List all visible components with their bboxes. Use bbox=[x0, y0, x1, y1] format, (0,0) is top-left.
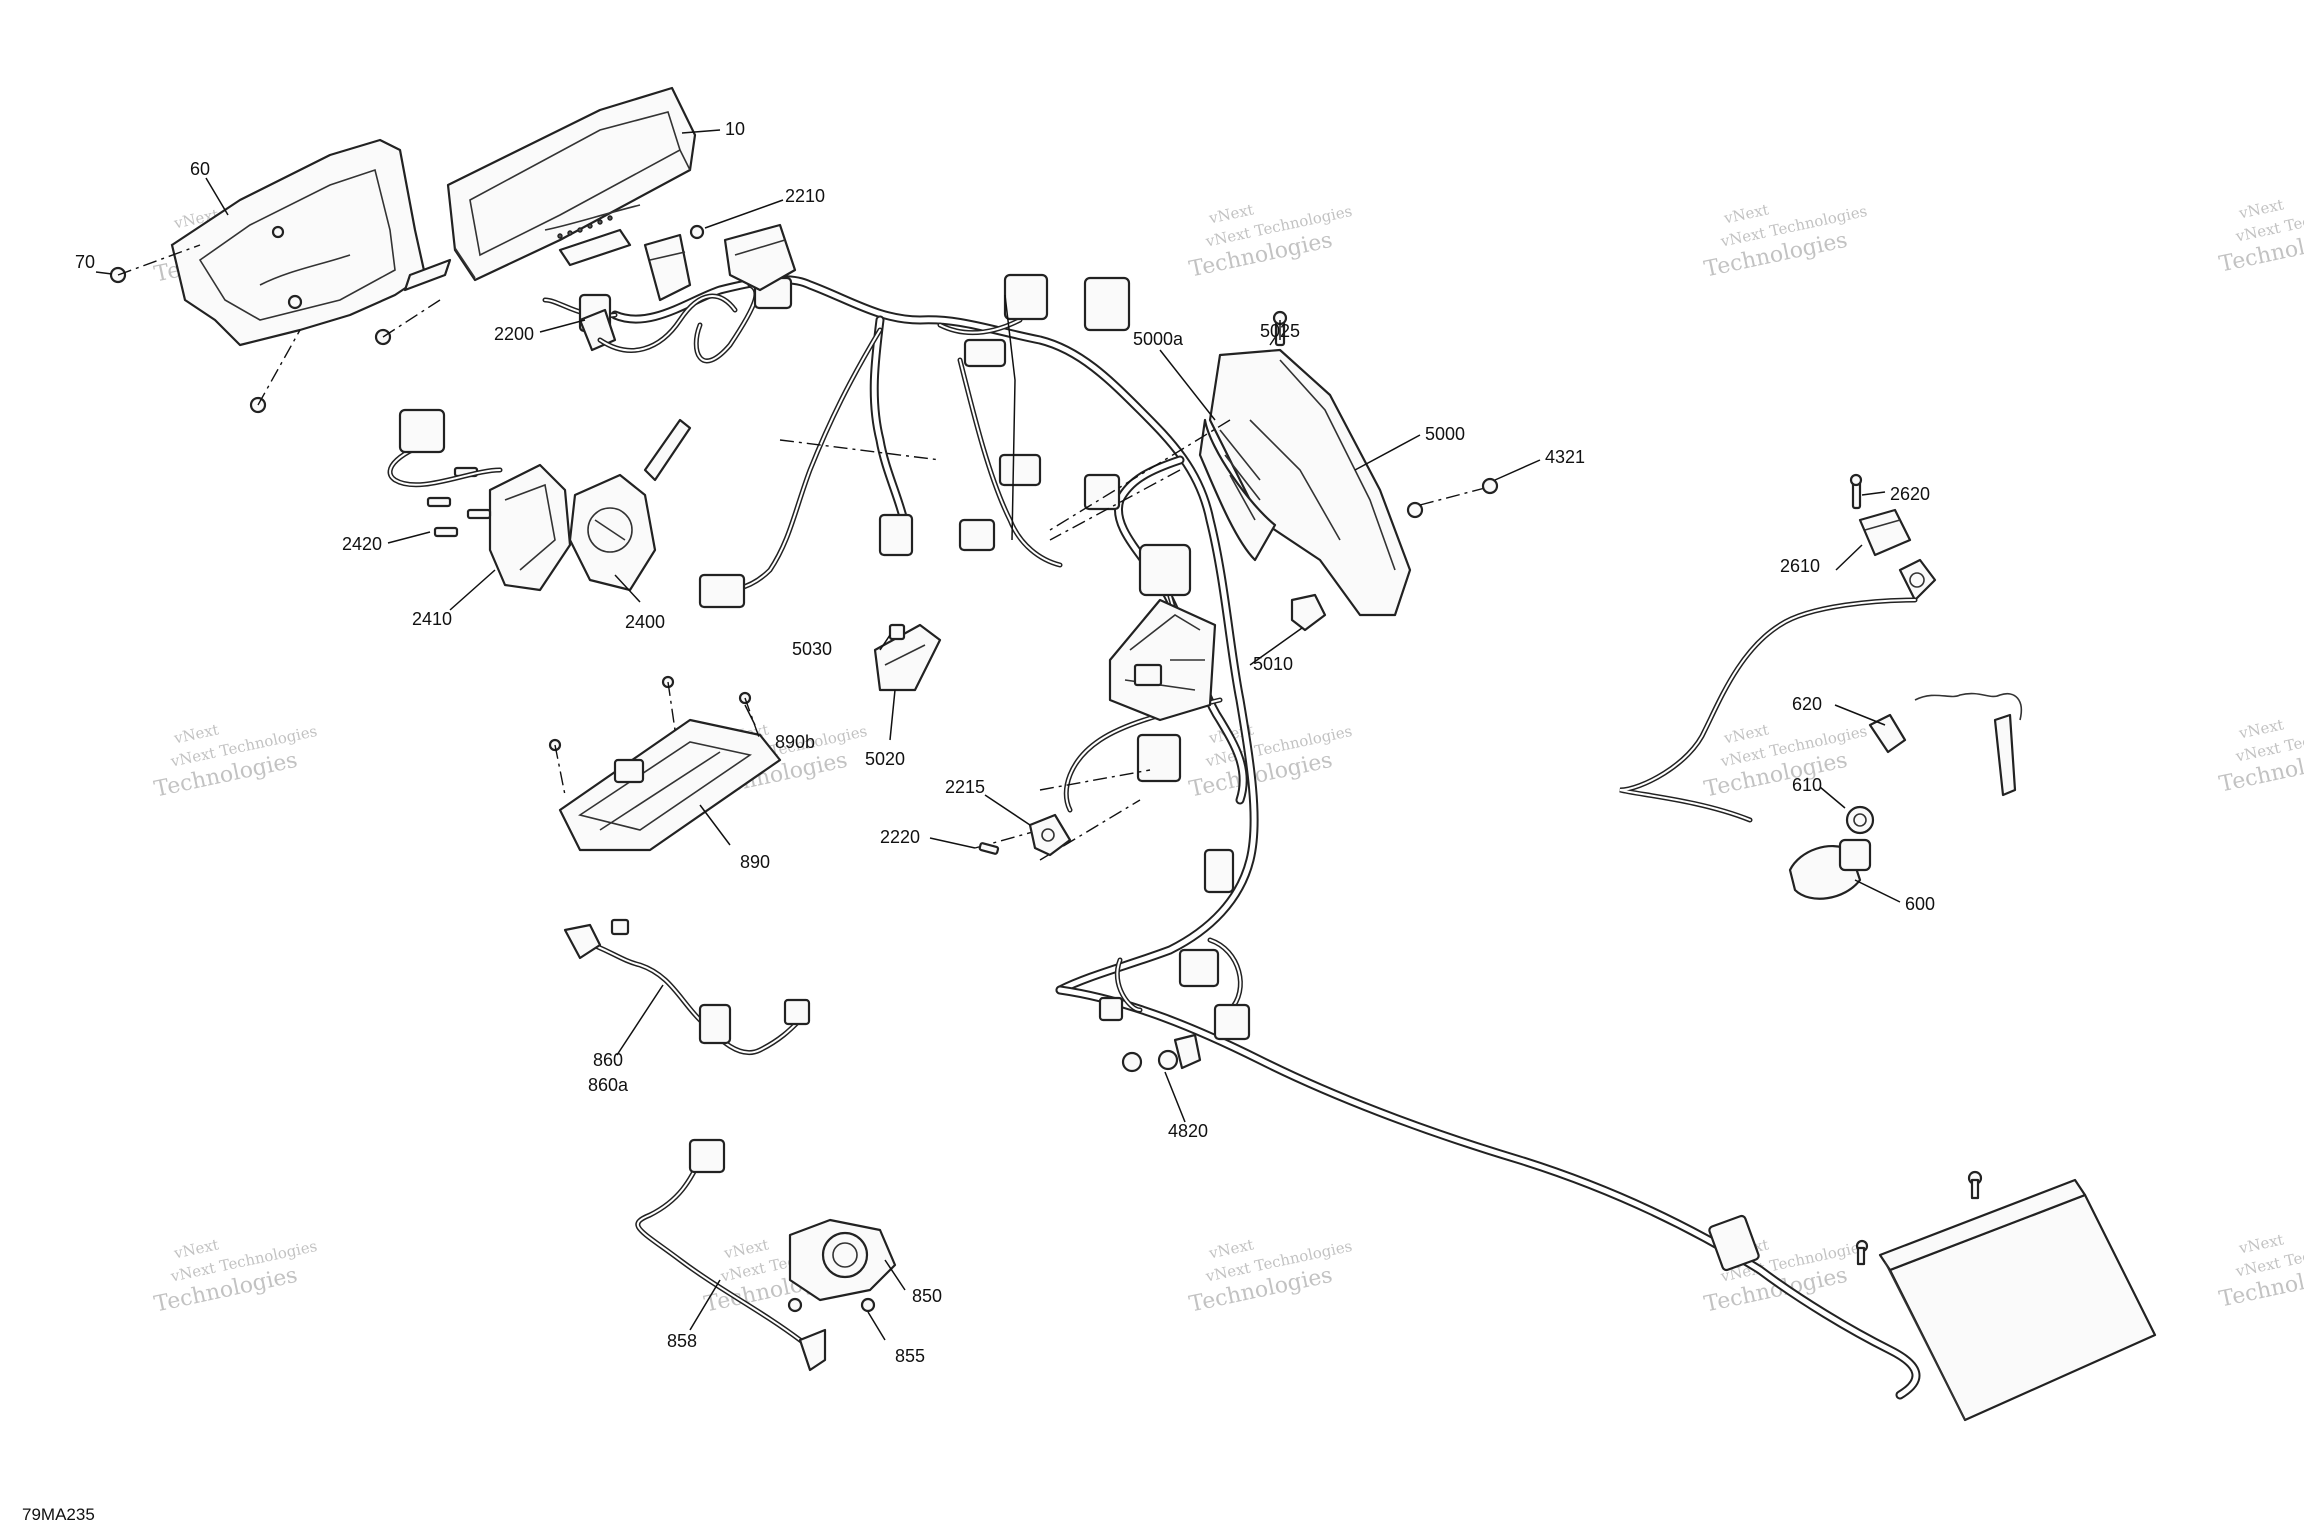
watermark: vNext vNext Technologies Technologies bbox=[1702, 200, 1869, 282]
harness-connector bbox=[1136, 733, 1182, 783]
watermark: vNext vNext Technologies Technologies bbox=[1187, 720, 1354, 802]
watermark: vNext vNext Technologies Technologies bbox=[2217, 195, 2304, 277]
wiring-2200 bbox=[597, 293, 738, 353]
callout-10: 10 bbox=[725, 119, 745, 139]
harness-connector bbox=[1138, 543, 1192, 597]
watermark: vNext vNext Technologies Technologies bbox=[152, 1235, 319, 1317]
harness-connector bbox=[1098, 996, 1124, 1022]
dess-post-620 bbox=[1619, 558, 2022, 823]
wiring-2400 bbox=[387, 408, 503, 488]
harness-connector bbox=[878, 513, 914, 557]
callout-890b: 890b bbox=[775, 732, 815, 752]
sensor-2215 bbox=[1028, 813, 1072, 857]
callout-858: 858 bbox=[667, 1331, 697, 1351]
callout-5000: 5000 bbox=[1425, 424, 1465, 444]
nut-610 bbox=[1845, 805, 1875, 835]
callout-70: 70 bbox=[75, 252, 95, 272]
callout-855: 855 bbox=[895, 1346, 925, 1366]
screw-2620 bbox=[1849, 473, 1863, 510]
watermark: vNext vNext Technologies Technologies bbox=[1187, 200, 1354, 282]
switch-housing-2410 bbox=[488, 463, 572, 592]
module-5020 bbox=[873, 623, 942, 692]
callout-5020: 5020 bbox=[865, 749, 905, 769]
callout-600: 600 bbox=[1905, 894, 1935, 914]
cap-5010 bbox=[1290, 593, 1327, 632]
connector-2200 bbox=[578, 233, 692, 352]
harness-connector bbox=[1083, 276, 1131, 332]
leader-lines bbox=[95, 129, 1901, 1341]
harness-connector bbox=[1003, 273, 1049, 321]
engine-control-module bbox=[1198, 348, 1424, 617]
dess-switch-600 bbox=[1788, 838, 1872, 900]
bracket-2610 bbox=[1858, 508, 1912, 557]
battery bbox=[1855, 1170, 2157, 1422]
callout-2400: 2400 bbox=[625, 612, 665, 632]
harness-connectors bbox=[578, 273, 1760, 1272]
nut-4820 bbox=[1121, 1033, 1202, 1073]
callout-860: 860 bbox=[593, 1050, 623, 1070]
callout-2420: 2420 bbox=[342, 534, 382, 554]
callout-620: 620 bbox=[1792, 694, 1822, 714]
watermark: vNext vNext Technologies Technologies bbox=[2217, 1230, 2304, 1312]
watermark: vNext vNext Technologies Technologies bbox=[1702, 720, 1869, 802]
harness-860 bbox=[563, 918, 811, 1056]
wiring-858 bbox=[635, 1138, 827, 1372]
callout-2410: 2410 bbox=[412, 609, 452, 629]
figure-code: 79MA235 bbox=[22, 1505, 95, 1524]
harness-connector bbox=[1178, 948, 1220, 988]
callout-2620: 2620 bbox=[1890, 484, 1930, 504]
clip-5030 bbox=[888, 623, 906, 641]
fuse-relay-box bbox=[1108, 598, 1217, 722]
cluster-support-bracket bbox=[170, 138, 452, 347]
callout-850: 850 bbox=[912, 1286, 942, 1306]
callout-5000a: 5000a bbox=[1133, 329, 1184, 349]
watermark: vNext vNext Technologies Technologies bbox=[1187, 1235, 1354, 1317]
watermark: vNext vNext Technologies Technologies bbox=[2217, 715, 2304, 797]
callout-labels: 10 60 70 2210 2200 5025 5000a 5000 4321 … bbox=[75, 119, 1935, 1366]
callout-5010: 5010 bbox=[1253, 654, 1293, 674]
harness-connector bbox=[958, 518, 996, 552]
harness-connector bbox=[1203, 848, 1235, 894]
callout-2610: 2610 bbox=[1780, 556, 1820, 576]
callout-60: 60 bbox=[190, 159, 210, 179]
nut-4321 bbox=[1481, 477, 1499, 495]
watermark: vNext vNext Technologies Technologies bbox=[152, 720, 319, 802]
harness-connector bbox=[1213, 1003, 1251, 1041]
callout-2200: 2200 bbox=[494, 324, 534, 344]
instrument-cluster bbox=[446, 86, 697, 282]
harness-connector bbox=[998, 453, 1042, 487]
handlebar-switch-2400 bbox=[568, 418, 692, 592]
nut-890b bbox=[548, 675, 761, 796]
callout-4820: 4820 bbox=[1168, 1121, 1208, 1141]
callout-610: 610 bbox=[1792, 775, 1822, 795]
callout-4321: 4321 bbox=[1545, 447, 1585, 467]
callout-890: 890 bbox=[740, 852, 770, 872]
harness-connector bbox=[698, 573, 746, 609]
callout-2210: 2210 bbox=[785, 186, 825, 206]
nut-855 bbox=[787, 1297, 876, 1313]
screw-2420 bbox=[426, 466, 492, 538]
screw-2220 bbox=[978, 842, 1000, 855]
callout-2220: 2220 bbox=[880, 827, 920, 847]
harness-connector bbox=[1083, 473, 1121, 511]
watermark-layer: vNext vNext Technologies Technologies vN… bbox=[152, 195, 2304, 1317]
screw-2210 bbox=[689, 223, 797, 292]
callout-5030: 5030 bbox=[792, 639, 832, 659]
bracket-890 bbox=[558, 718, 782, 852]
harness-connector bbox=[963, 338, 1007, 368]
screw-70 bbox=[109, 225, 441, 414]
callout-2215: 2215 bbox=[945, 777, 985, 797]
start-switch-850 bbox=[788, 1218, 897, 1302]
callout-5025: 5025 bbox=[1260, 321, 1300, 341]
harness-connector bbox=[1708, 1214, 1760, 1272]
callout-860a: 860a bbox=[588, 1075, 629, 1095]
